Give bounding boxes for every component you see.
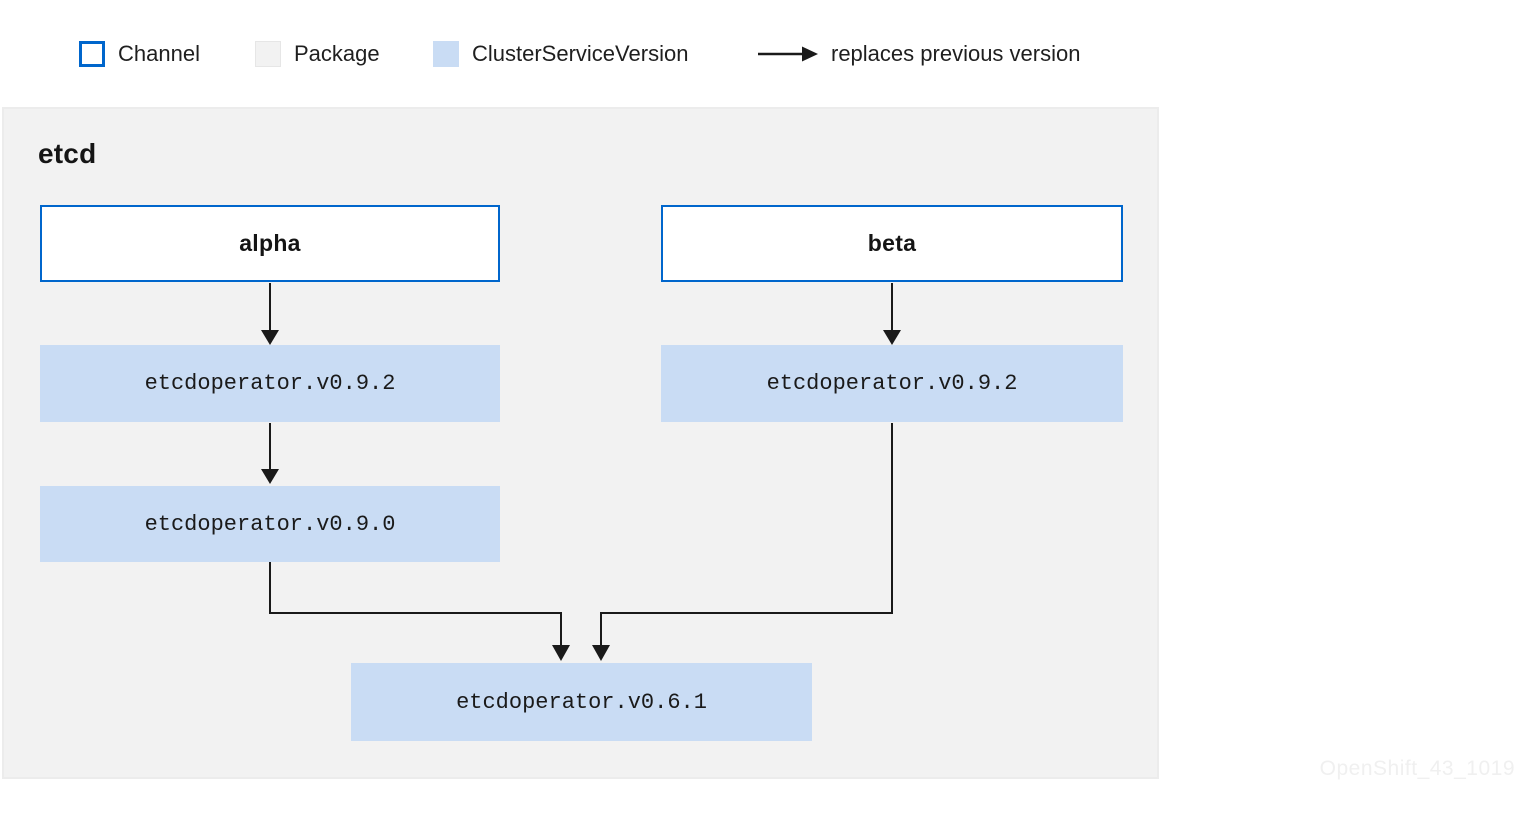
legend-label-package: Package xyxy=(294,41,380,66)
channel-node-alpha-label: alpha xyxy=(239,230,301,256)
csv-node-v090: etcdoperator.v0.9.0 xyxy=(40,486,500,562)
legend-item-package: Package xyxy=(255,39,380,69)
csv-node-beta-v092: etcdoperator.v0.9.2 xyxy=(661,345,1123,422)
channel-swatch-icon xyxy=(79,41,105,67)
channel-node-beta: beta xyxy=(661,205,1123,282)
channel-node-alpha: alpha xyxy=(40,205,500,282)
channel-node-beta-label: beta xyxy=(867,230,917,256)
csv-swatch-icon xyxy=(433,41,459,67)
package-title: etcd xyxy=(38,138,97,169)
legend-label-csv: ClusterServiceVersion xyxy=(472,41,689,66)
replaces-arrow-icon xyxy=(758,46,818,62)
legend-label-channel: Channel xyxy=(118,41,200,66)
csv-node-v090-label: etcdoperator.v0.9.0 xyxy=(144,511,396,537)
package-swatch-icon xyxy=(255,41,281,67)
legend-label-replaces: replaces previous version xyxy=(831,41,1081,66)
csv-node-alpha-v092-label: etcdoperator.v0.9.2 xyxy=(144,371,396,396)
csv-node-beta-v092-label: etcdoperator.v0.9.2 xyxy=(766,371,1018,396)
csv-node-v061: etcdoperator.v0.6.1 xyxy=(351,663,812,741)
watermark: OpenShift_43_1019 xyxy=(1319,757,1515,780)
legend-item-csv: ClusterServiceVersion xyxy=(433,39,688,69)
csv-node-alpha-v092: etcdoperator.v0.9.2 xyxy=(40,345,500,422)
legend-item-channel: Channel xyxy=(79,39,200,69)
csv-node-v061-label: etcdoperator.v0.6.1 xyxy=(456,689,707,715)
legend-item-replaces: replaces previous version xyxy=(758,39,1080,69)
